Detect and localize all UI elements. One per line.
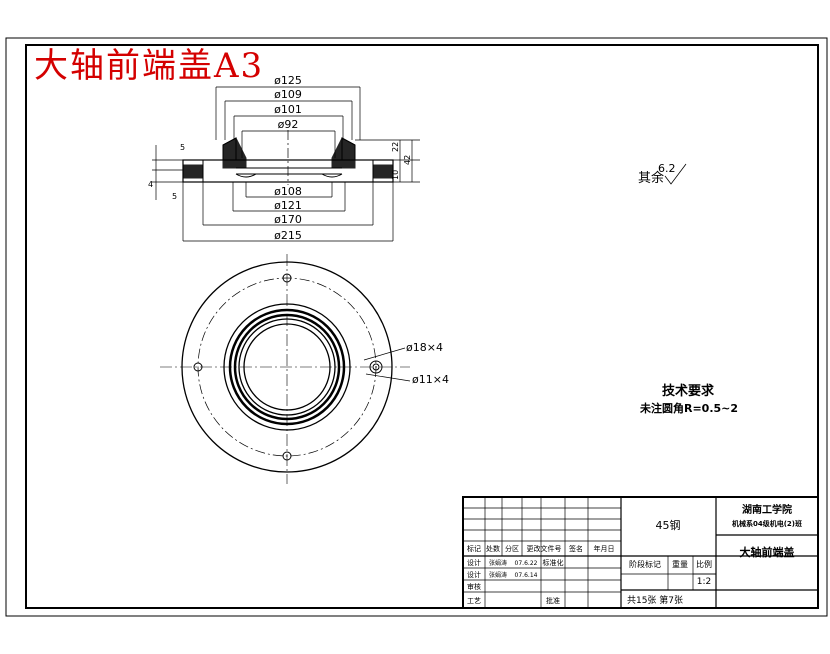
dim-v5b: 5: [172, 192, 177, 201]
plan-view: [160, 254, 411, 484]
plan-dimension-text: ø18×4 ø11×4: [406, 341, 449, 386]
surface-finish-label: 其余: [638, 170, 664, 186]
dim-r10: 10: [391, 170, 400, 180]
scale-value: 1:2: [697, 577, 711, 587]
outer-frame: [5, 37, 828, 617]
dim-d215: ø215: [274, 229, 302, 242]
dim-d125: ø125: [274, 74, 302, 87]
rev-header-sign: 签名: [569, 544, 583, 553]
title-block-text: 45钢 湖南工学院 机械系04级机电(2)班 大轴前端盖 阶段标记 重量 比例 …: [467, 503, 802, 606]
approve-label: 批准: [546, 596, 560, 605]
part-name: 大轴前端盖: [740, 545, 795, 559]
date-1: 07.6.22: [515, 560, 538, 567]
school-name: 湖南工学院: [742, 503, 792, 516]
dim-holes-small: ø11×4: [412, 373, 449, 386]
dim-r42: 42: [403, 155, 412, 165]
title-block: [462, 496, 819, 609]
inner-frame: [25, 44, 819, 609]
dim-v4: 4: [148, 180, 153, 189]
scale-label: 比例: [696, 559, 712, 569]
design2-label: 设计: [467, 570, 481, 579]
rev-header-date: 年月日: [594, 544, 615, 553]
weight-label: 重量: [672, 559, 688, 569]
tech-line: 未注圆角R=0.5~2: [639, 401, 738, 415]
dim-d101: ø101: [274, 103, 302, 116]
surface-finish-value: 6.2: [658, 162, 676, 175]
tech-heading: 技术要求: [662, 383, 715, 399]
stage-label: 阶段标记: [629, 559, 661, 569]
review-label: 审核: [467, 582, 481, 591]
roughness-symbol: [664, 163, 687, 185]
designer-1: 张娟涛: [489, 559, 507, 567]
rev-header-mark: 标记: [467, 544, 481, 553]
dim-v5a: 5: [180, 143, 185, 152]
drawing-title: 大轴前端盖A3: [34, 46, 265, 86]
class-name: 机械系04级机电(2)班: [732, 519, 802, 528]
design-label: 设计: [467, 558, 481, 567]
dim-d109: ø109: [274, 88, 302, 101]
section-view: [182, 130, 394, 185]
rev-header-zone: 分区: [505, 544, 519, 553]
dim-holes-large: ø18×4: [406, 341, 443, 354]
rev-header-file: 更改文件号: [527, 544, 562, 553]
std-label: 标准化: [543, 558, 564, 567]
section-dimension-text: ø125 ø109 ø101 ø92 ø108 ø121 ø170 ø215 5…: [148, 74, 412, 242]
dim-r22: 22: [391, 142, 400, 152]
section-dimension-lines: [152, 86, 420, 242]
tech-requirements: 技术要求 未注圆角R=0.5~2: [639, 383, 738, 415]
dim-d108: ø108: [274, 185, 302, 198]
dim-d121: ø121: [274, 199, 302, 212]
process-label: 工艺: [467, 597, 481, 605]
rev-header-count: 处数: [486, 544, 500, 553]
surface-finish-note: 其余 6.2: [638, 162, 687, 186]
material: 45钢: [656, 519, 681, 532]
designer-2: 张娟涛: [489, 571, 507, 579]
dim-d92: ø92: [278, 118, 299, 131]
dim-d170: ø170: [274, 213, 302, 226]
date-2: 07.6.14: [515, 572, 538, 579]
sheet-count: 共15张 第7张: [627, 594, 683, 606]
